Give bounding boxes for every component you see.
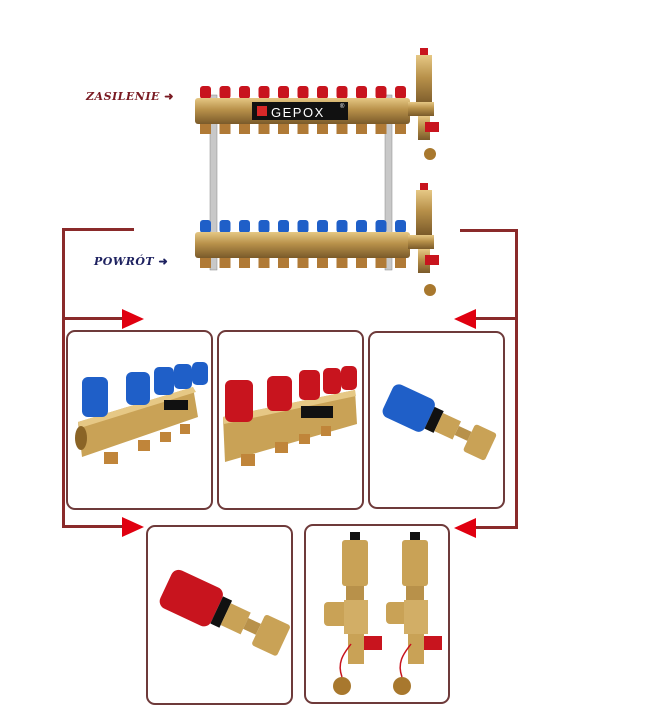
return-knob [278,220,289,233]
brand-name: GEPOX [271,105,325,120]
panel-return-manifold[interactable] [66,330,213,510]
main-manifold-image: GEPOX ® [195,48,439,296]
arrow-right-icon: ➜ [158,255,169,268]
outlet-fitting [239,258,250,268]
supply-knob [336,86,348,99]
connector-left-top [62,228,134,231]
bracket-left [209,94,218,271]
outlet-fitting [297,124,309,134]
blue-valve-insert-image [382,384,497,461]
supply-knob [278,86,289,99]
supply-bar: GEPOX ® [195,86,410,134]
outlet-fitting [317,258,328,268]
red-manifold-image [223,366,357,466]
arrow-left-icon [454,309,476,329]
outlet-fitting [200,124,211,134]
outlet-fitting [317,124,328,134]
supply-knob [219,86,231,99]
return-knob [258,220,270,233]
registered-mark: ® [340,103,345,110]
outlet-fitting [200,258,211,268]
return-knob [200,220,211,233]
outlet-fitting [336,124,348,134]
outlet-fitting [375,124,387,134]
connector-right-to-panel5 [472,526,518,529]
return-bar [195,220,410,268]
outlet-fitting [375,258,387,268]
panel-supply-manifold[interactable] [217,330,364,510]
supply-knob [200,86,211,99]
return-knob [317,220,328,233]
panel-red-valve-insert[interactable] [146,525,293,705]
outlet-fitting [258,258,270,268]
outlet-fitting [278,258,289,268]
bracket-right [384,94,393,271]
arrow-right-icon [122,517,144,537]
brand-logo-icon [257,106,267,116]
return-knob [395,220,406,233]
outlet-fitting [278,124,289,134]
end-fitting-supply [408,48,439,160]
outlet-fitting [356,258,367,268]
arrow-left-icon [454,518,476,538]
end-fittings-image [324,532,442,695]
return-knob [239,220,250,233]
supply-knob [317,86,328,99]
supply-knob [395,86,406,99]
supply-label-text: ZASILENIE [86,90,160,103]
outlet-fitting [258,124,270,134]
end-fitting-right [386,532,442,695]
supply-knob [239,86,250,99]
outlet-fitting [395,258,406,268]
outlet-fitting [297,258,309,268]
arrow-right-icon: ➜ [164,90,174,103]
return-knob [219,220,231,233]
return-label-text: POWRÓT [94,255,155,268]
return-knob [297,220,309,233]
return-knob [356,220,367,233]
outlet-fitting [239,124,250,134]
arrow-right-icon [122,309,144,329]
connector-left-to-panel1 [62,317,124,320]
connector-right-vertical [515,229,518,529]
outlet-fitting [336,258,348,268]
connector-right-to-panel3 [472,317,518,320]
supply-label: ZASILENIE ➜ [86,90,174,103]
supply-knob [258,86,270,99]
outlet-fitting [356,124,367,134]
panel-blue-valve-insert[interactable] [368,331,505,509]
outlet-fitting [219,258,231,268]
return-knob [375,220,387,233]
connector-left-to-panel4 [62,525,124,528]
connector-left-vertical [62,228,65,528]
supply-knob [356,86,367,99]
end-fitting-return [408,183,439,296]
outlet-fitting [219,124,231,134]
blue-manifold-image [75,362,208,464]
connector-right-top [460,229,518,232]
supply-knob [375,86,387,99]
red-valve-insert-image [159,569,290,656]
end-fitting-left [324,532,382,695]
return-label: POWRÓT ➜ [94,255,168,268]
supply-knob [297,86,309,99]
return-knob [336,220,348,233]
brand-plate [252,102,348,120]
outlet-fitting [395,124,406,134]
panel-end-fittings[interactable] [304,524,450,704]
